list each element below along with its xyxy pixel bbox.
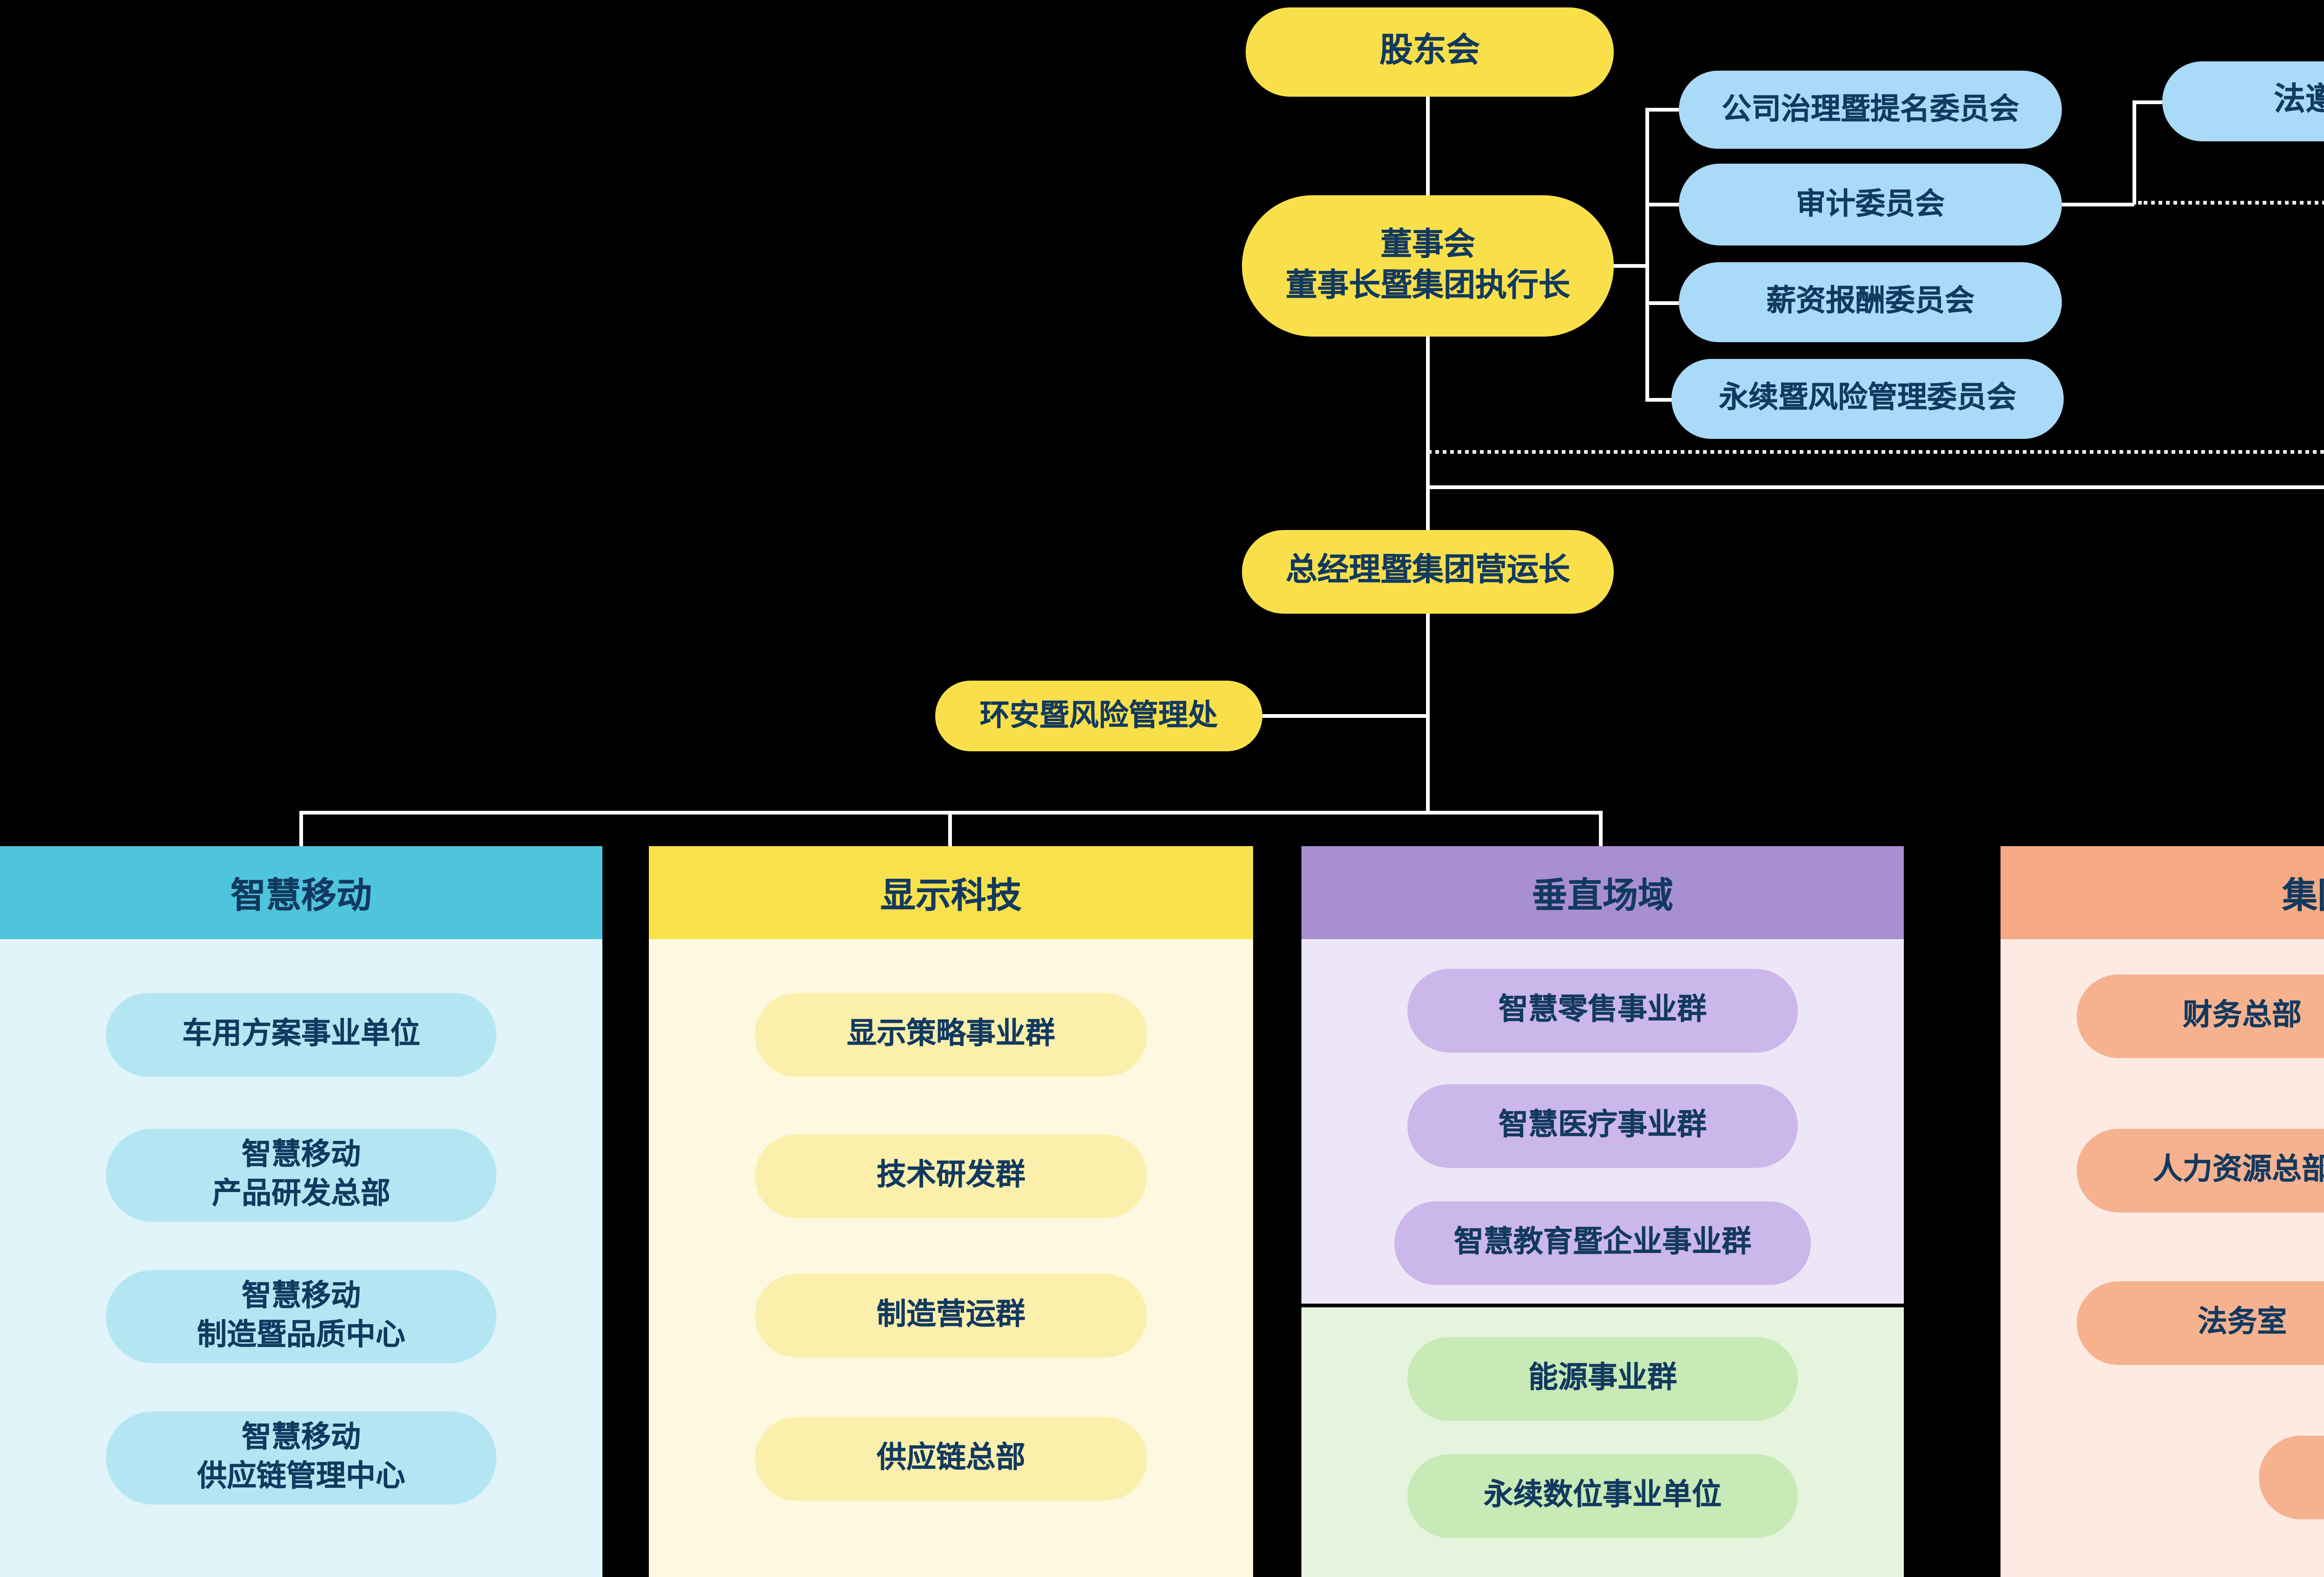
division-display-tech: 显示科技 显示策略事业群 技术研发群 制造营运群 供应链总部 [649, 846, 1253, 1577]
node-committee-audit: 审计委员会 [1679, 164, 2062, 245]
node-mfg-operations-group: 制造营运群 [755, 1274, 1147, 1358]
node-president: 总经理暨集团营运长 [1242, 530, 1614, 614]
node-chief-compliance: 法遵总顾问 [2162, 61, 2324, 141]
connector-committee-4 [1645, 398, 1673, 401]
node-mobility-supply-chain: 智慧移动 供应链管理中心 [106, 1411, 496, 1504]
node-hr-hq: 人力资源总部 [2077, 1129, 2324, 1213]
connector-drop-col3 [1599, 811, 1602, 846]
node-committee-governance: 公司治理暨提名委员会 [1679, 71, 2062, 149]
node-smart-medical-bg: 智慧医疗事业群 [1407, 1084, 1798, 1168]
connector-drop-col2 [948, 811, 951, 846]
node-mobility-mfg-quality: 智慧移动 制造暨品质中心 [106, 1270, 496, 1363]
node-smart-education-enterprise-bg: 智慧教育暨企业事业群 [1394, 1201, 1811, 1285]
connector-compliance-stub [2133, 100, 2162, 103]
connector-divisions-main [299, 811, 1603, 814]
connector-audit-compliance-v [2133, 100, 2135, 205]
node-display-strategy-bg: 显示策略事业群 [755, 993, 1147, 1077]
dotted-compliance-h [1428, 450, 2324, 454]
connector-board-committees [1614, 264, 1647, 267]
node-finance-hq: 财务总部 [2077, 974, 2324, 1058]
node-committee-sustainability-risk: 永续暨风险管理委员会 [1671, 359, 2064, 439]
division-display-tech-header: 显示科技 [649, 846, 1253, 939]
division-group-support-header: 集团营运支援单位 [2000, 846, 2324, 939]
node-sustainable-digital-bu: 永续数位事业单位 [1407, 1454, 1798, 1538]
node-audit-management-office: 稽核管理处 [2259, 1436, 2324, 1519]
node-committee-compensation: 薪资报酬委员会 [1679, 262, 2062, 342]
connector-drop-col1 [299, 811, 302, 846]
connector-committee-1 [1645, 108, 1679, 111]
connector-group-support-h [1428, 485, 2324, 488]
node-ehs-risk-office: 环安暨风险管理处 [935, 681, 1262, 751]
division-smart-mobility: 智慧移动 车用方案事业单位 智慧移动 产品研发总部 智慧移动 制造暨品质中心 智… [0, 846, 602, 1577]
connector-president-divisions [1426, 614, 1429, 813]
connector-shareholders-board [1426, 97, 1429, 197]
node-energy-bg: 能源事业群 [1407, 1337, 1798, 1421]
division-smart-mobility-header: 智慧移动 [0, 846, 602, 939]
node-tech-rnd-group: 技术研发群 [755, 1134, 1147, 1218]
connector-board-president [1426, 337, 1429, 532]
connector-committee-bracket [1645, 108, 1648, 402]
division-group-support: 集团营运支援单位 财务总部 数位技术发展总部 人力资源总部 永续发展总部 法务室… [2000, 846, 2324, 1577]
node-automotive-solutions: 车用方案事业单位 [106, 993, 496, 1077]
node-board: 董事会 董事长暨集团执行长 [1242, 195, 1614, 337]
dotted-audit-office-top [2138, 201, 2324, 205]
division-vertical-domains: 垂直场域 智慧零售事业群 智慧医疗事业群 智慧教育暨企业事业群 能源事业群 永续… [1301, 846, 1904, 1577]
connector-committee-2 [1645, 203, 1679, 205]
node-smart-retail-bg: 智慧零售事业群 [1407, 969, 1798, 1053]
connector-audit-compliance-h [2062, 203, 2134, 205]
node-supply-chain-hq: 供应链总部 [755, 1417, 1147, 1501]
division-vertical-domains-header: 垂直场域 [1301, 846, 1904, 939]
connector-committee-3 [1645, 301, 1679, 304]
node-shareholders: 股东会 [1246, 7, 1614, 97]
node-mobility-rnd-hq: 智慧移动 产品研发总部 [106, 1129, 496, 1222]
connector-ehs [1262, 714, 1428, 717]
node-legal-office: 法务室 [2077, 1281, 2324, 1365]
